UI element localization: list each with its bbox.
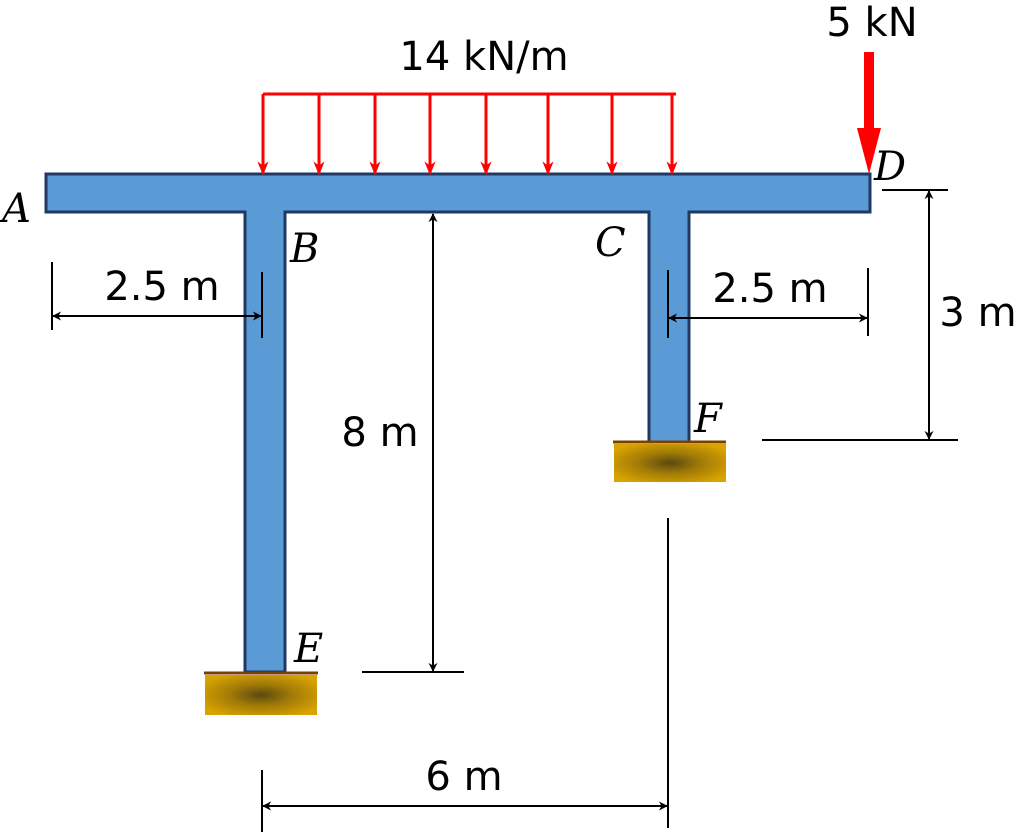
point-load-arrow	[857, 52, 881, 174]
point-label-d: D	[873, 144, 906, 190]
dimension-left-overhang	[51, 262, 263, 338]
dimension-right-overhang	[667, 268, 869, 338]
dimension-left-overhang-label: 2.5 m	[104, 264, 219, 310]
frame-structure	[44, 172, 872, 674]
dimension-height-be	[362, 213, 464, 673]
dimension-height-cf	[762, 189, 958, 441]
dimension-span-bc-label: 6 m	[425, 754, 502, 800]
point-label-a: A	[0, 186, 31, 232]
distributed-load-label: 14 kN/m	[399, 34, 568, 80]
support-e	[204, 671, 318, 715]
dimension-right-overhang-label: 2.5 m	[712, 266, 827, 312]
point-label-e: E	[293, 626, 323, 672]
point-label-c: C	[595, 220, 626, 266]
point-load-label: 5 kN	[826, 0, 917, 46]
dimension-height-cf-label: 3 m	[939, 290, 1016, 336]
point-label-b: B	[289, 226, 319, 272]
support-f	[613, 440, 726, 482]
dimension-height-be-label: 8 m	[341, 410, 418, 456]
point-label-f: F	[693, 396, 723, 442]
distributed-load	[257, 92, 678, 176]
dimension-span-bc	[261, 518, 669, 832]
